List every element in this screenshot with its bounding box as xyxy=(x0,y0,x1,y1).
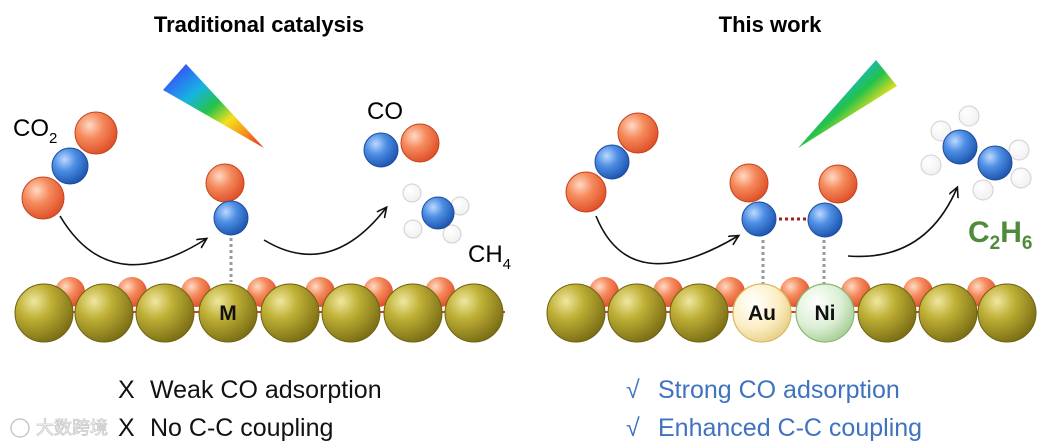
metal-atom xyxy=(444,283,504,343)
right-note-1-text: Strong CO adsorption xyxy=(658,376,900,404)
left-note-1-text: Weak CO adsorption xyxy=(150,376,382,404)
adsorbed-co-au xyxy=(729,163,777,284)
carbon-atom xyxy=(51,147,89,185)
co2-molecule xyxy=(565,112,659,213)
metal-site-m xyxy=(198,283,258,343)
metal-atom xyxy=(607,283,667,343)
oxygen-atom xyxy=(205,163,245,203)
left-note-2-text: No C-C coupling xyxy=(150,414,333,442)
oxygen-atom xyxy=(74,111,118,155)
watermark: 大数跨境 xyxy=(10,418,108,438)
left-note-2: X No C-C coupling xyxy=(118,414,333,442)
hydrogen-atom xyxy=(402,183,422,203)
hydrogen-atom xyxy=(1010,167,1032,189)
catalyst-surface-right: Au Ni xyxy=(546,277,1037,343)
oxygen-atom xyxy=(21,176,65,220)
watermark-logo-icon xyxy=(10,418,30,438)
metal-atom xyxy=(383,283,443,343)
oxygen-atom xyxy=(729,163,769,203)
left-note-1-mark: X xyxy=(118,376,135,404)
carbon-atom xyxy=(807,202,843,238)
reaction-arrow xyxy=(59,215,206,266)
co2-label: CO2 xyxy=(13,115,57,147)
left-panel: CO2 CO CH xyxy=(13,64,511,442)
metal-atom xyxy=(546,283,606,343)
carbon-atom xyxy=(363,132,399,168)
reaction-arrow xyxy=(847,188,957,258)
catalyst-surface-left: M xyxy=(14,277,505,343)
carbon-atom xyxy=(213,200,249,236)
carbon-atom xyxy=(594,144,630,180)
metal-atom xyxy=(669,283,729,343)
right-panel-heading: This work xyxy=(719,12,822,37)
right-note-1: √ Strong CO adsorption xyxy=(626,376,900,404)
c2h6-label-sub2: 6 xyxy=(1022,233,1033,254)
right-note-2-text: Enhanced C-C coupling xyxy=(658,414,922,442)
left-panel-heading: Traditional catalysis xyxy=(154,12,364,37)
hydrogen-atom xyxy=(403,219,423,239)
c2h6-molecule xyxy=(920,105,1032,201)
reaction-arrow xyxy=(595,215,738,265)
c2h6-label-c: C xyxy=(968,216,990,249)
metal-atom xyxy=(14,283,74,343)
metal-atom xyxy=(977,283,1037,343)
adsorbed-co-ni xyxy=(807,164,858,284)
hydrogen-atom xyxy=(930,120,952,142)
reaction-arrow xyxy=(263,208,386,256)
right-note-2: √ Enhanced C-C coupling xyxy=(626,414,922,442)
ch4-molecule xyxy=(402,183,470,244)
metal-atom xyxy=(857,283,917,343)
co2-label-sub: 2 xyxy=(49,130,57,147)
left-note-1: X Weak CO adsorption xyxy=(118,376,382,404)
carbon-atom xyxy=(741,201,777,237)
ni-site-label: Ni xyxy=(815,302,836,325)
metal-atom xyxy=(321,283,381,343)
hydrogen-atom xyxy=(920,154,942,176)
right-note-2-mark: √ xyxy=(626,414,640,442)
hydrogen-atom xyxy=(958,105,980,127)
ch4-label: CH4 xyxy=(468,241,511,273)
au-site-atom xyxy=(732,283,792,343)
ch4-label-sub: 4 xyxy=(503,256,511,273)
metal-atom xyxy=(135,283,195,343)
co-product-molecule xyxy=(363,123,440,168)
co-product-label: CO xyxy=(367,98,403,125)
metal-site-label: M xyxy=(219,302,237,325)
ch4-label-main: CH xyxy=(468,241,503,268)
oxygen-atom xyxy=(818,164,858,204)
carbon-atom xyxy=(421,196,455,230)
co2-molecule xyxy=(21,111,118,220)
adsorbed-co xyxy=(205,163,249,282)
light-beam-icon xyxy=(163,64,264,148)
co2-label-main: CO xyxy=(13,115,49,142)
carbon-atom xyxy=(977,145,1013,181)
au-site-label: Au xyxy=(748,302,776,325)
hydrogen-atom xyxy=(972,179,994,201)
c2h6-label-sub1: 2 xyxy=(990,233,1001,254)
left-note-2-mark: X xyxy=(118,414,135,442)
c2h6-label-h: H xyxy=(1000,216,1022,249)
metal-atom xyxy=(260,283,320,343)
oxygen-atom xyxy=(400,123,440,163)
watermark-text: 大数跨境 xyxy=(36,418,108,438)
oxygen-atom xyxy=(565,171,607,213)
metal-atom xyxy=(918,283,978,343)
metal-atom xyxy=(74,283,134,343)
right-panel: C2H6 Au Ni √ Strong CO adsorptio xyxy=(546,60,1037,442)
hydrogen-atom xyxy=(442,224,462,244)
hydrogen-atom xyxy=(1008,139,1030,161)
right-note-1-mark: √ xyxy=(626,376,640,404)
c2h6-label: C2H6 xyxy=(968,216,1033,254)
ni-site-atom xyxy=(795,283,855,343)
carbon-atom xyxy=(942,129,978,165)
light-beam-icon xyxy=(798,60,897,148)
oxygen-atom xyxy=(617,112,659,154)
